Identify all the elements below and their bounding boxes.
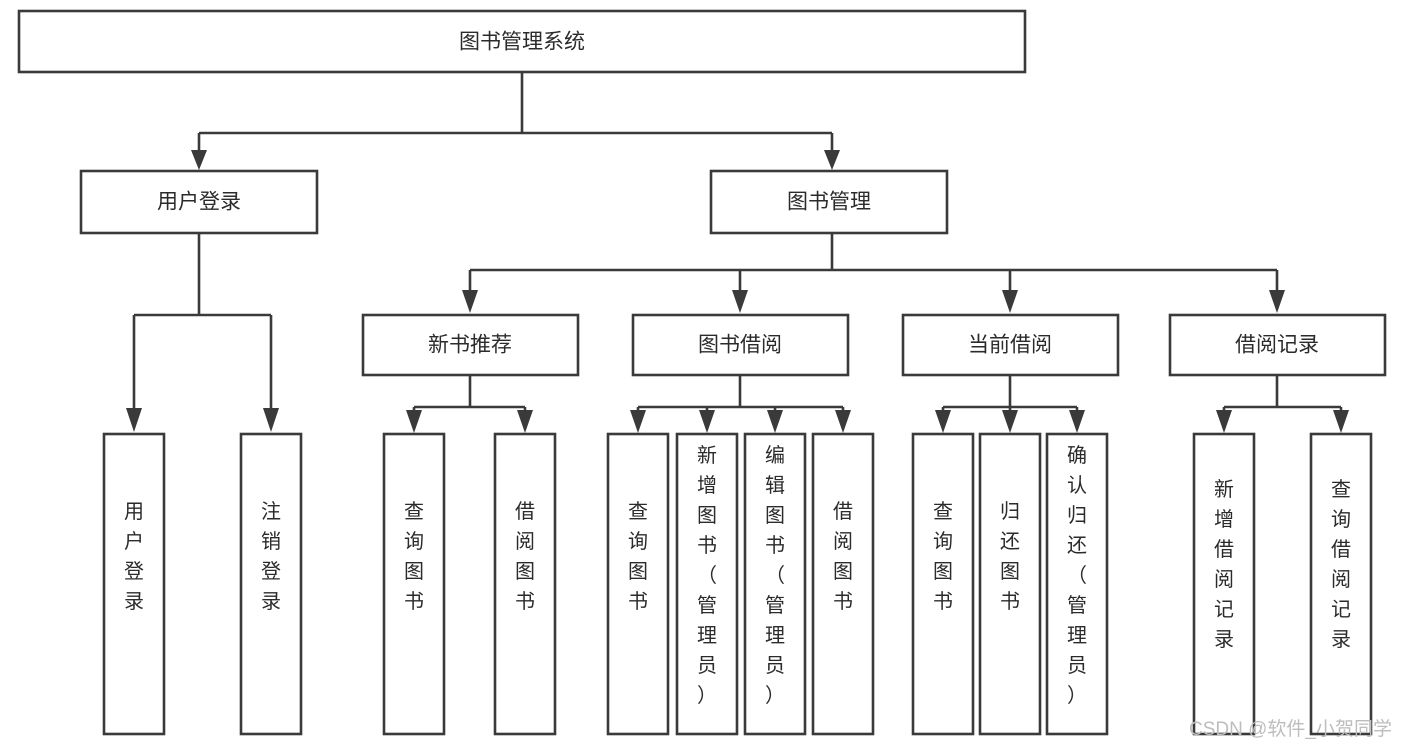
- node-leaf-borrow-book-2-label: 借阅图书: [833, 500, 853, 613]
- node-new-book-recommend-label: 新书推荐: [428, 334, 512, 357]
- node-leaf-user-logout[interactable]: 注销登录: [239, 432, 303, 736]
- node-leaf-return-book[interactable]: 归还图书: [978, 432, 1042, 736]
- node-new-book-recommend[interactable]: 新书推荐: [361, 313, 580, 377]
- arrow-to-new-book-recommend: [462, 290, 478, 313]
- arrow-to-leaf-user-login: [126, 408, 142, 432]
- node-leaf-add-book[interactable]: 新增图书（管理员）: [675, 432, 739, 736]
- arrow-to-leaf-query-book-3: [935, 410, 951, 433]
- node-leaf-query-book-3[interactable]: 查询图书: [911, 432, 975, 736]
- node-leaf-return-book-box[interactable]: [978, 432, 1042, 736]
- node-layer: 图书管理系统 用户登录 图书管理 新书推荐 图书借阅 当前: [17, 9, 1387, 736]
- node-leaf-borrow-book-1[interactable]: 借阅图书: [493, 432, 557, 736]
- node-user-login[interactable]: 用户登录: [79, 169, 319, 235]
- arrow-to-user-login: [191, 150, 207, 170]
- node-leaf-confirm-return[interactable]: 确认归还（管理员）: [1045, 432, 1109, 736]
- node-leaf-query-book-1-label: 查询图书: [404, 500, 424, 613]
- node-current-borrow-label: 当前借阅: [968, 334, 1052, 357]
- node-leaf-add-record-box[interactable]: [1192, 432, 1256, 736]
- arrow-to-leaf-query-book-1: [406, 410, 422, 433]
- node-user-login-label: 用户登录: [157, 191, 241, 214]
- node-leaf-query-book-3-label: 查询图书: [933, 500, 953, 613]
- csdn-watermark: CSDN @软件_小贺同学: [1189, 718, 1392, 740]
- arrow-to-leaf-borrow-book-2: [835, 410, 851, 433]
- node-leaf-query-book-1[interactable]: 查询图书: [382, 432, 446, 736]
- arrow-to-leaf-borrow-book-1: [517, 410, 533, 433]
- node-leaf-confirm-return-box[interactable]: [1045, 432, 1109, 736]
- node-leaf-edit-book[interactable]: 编辑图书（管理员）: [743, 432, 807, 736]
- node-leaf-borrow-book-2[interactable]: 借阅图书: [811, 432, 875, 736]
- node-leaf-confirm-return-label: 确认归还（管理员）: [1067, 444, 1087, 707]
- node-book-borrow[interactable]: 图书借阅: [631, 313, 850, 377]
- node-leaf-user-logout-label: 注销登录: [261, 500, 281, 613]
- node-leaf-add-record-label: 新增借阅记录: [1214, 478, 1234, 651]
- node-leaf-query-book-1-box[interactable]: [382, 432, 446, 736]
- arrow-to-leaf-add-book: [699, 410, 715, 433]
- arrow-to-leaf-confirm-return: [1069, 410, 1085, 433]
- node-user-login-box[interactable]: [79, 169, 319, 235]
- node-root[interactable]: 图书管理系统: [17, 9, 1027, 74]
- node-root-label: 图书管理系统: [459, 31, 585, 54]
- node-book-borrow-label: 图书借阅: [698, 334, 782, 357]
- node-leaf-user-login[interactable]: 用户登录: [102, 432, 166, 736]
- node-leaf-add-record[interactable]: 新增借阅记录: [1192, 432, 1256, 736]
- node-book-manage-label: 图书管理: [787, 191, 871, 214]
- arrow-to-book-manage: [824, 150, 840, 170]
- arrow-to-leaf-return-book: [1002, 410, 1018, 433]
- edge-layer: [126, 72, 1349, 433]
- arrow-to-borrow-record: [1269, 290, 1285, 313]
- node-leaf-borrow-book-2-box[interactable]: [811, 432, 875, 736]
- node-current-borrow-box[interactable]: [901, 313, 1120, 377]
- node-leaf-query-record-box[interactable]: [1309, 432, 1373, 736]
- node-book-manage[interactable]: 图书管理: [709, 169, 949, 235]
- node-leaf-user-login-label: 用户登录: [124, 501, 144, 613]
- node-leaf-query-record[interactable]: 查询借阅记录: [1309, 432, 1373, 736]
- node-borrow-record-box[interactable]: [1168, 313, 1387, 377]
- node-leaf-query-book-3-box[interactable]: [911, 432, 975, 736]
- node-leaf-borrow-book-1-box[interactable]: [493, 432, 557, 736]
- node-book-borrow-box[interactable]: [631, 313, 850, 377]
- node-leaf-user-login-box[interactable]: [102, 432, 166, 736]
- arrow-to-leaf-add-record: [1216, 410, 1232, 433]
- node-current-borrow[interactable]: 当前借阅: [901, 313, 1120, 377]
- node-leaf-query-book-2[interactable]: 查询图书: [606, 432, 670, 736]
- node-leaf-user-logout-box[interactable]: [239, 432, 303, 736]
- node-borrow-record[interactable]: 借阅记录: [1168, 313, 1387, 377]
- node-leaf-query-record-label: 查询借阅记录: [1331, 478, 1351, 651]
- node-leaf-add-book-label: 新增图书（管理员）: [697, 444, 717, 707]
- node-leaf-query-book-2-label: 查询图书: [628, 500, 648, 613]
- node-borrow-record-label: 借阅记录: [1235, 334, 1319, 357]
- node-leaf-edit-book-box[interactable]: [743, 432, 807, 736]
- node-root-box[interactable]: [17, 9, 1027, 74]
- arrow-to-leaf-edit-book: [767, 410, 783, 433]
- node-book-manage-box[interactable]: [709, 169, 949, 235]
- node-new-book-recommend-box[interactable]: [361, 313, 580, 377]
- arrow-to-book-borrow: [732, 290, 748, 313]
- node-leaf-query-book-2-box[interactable]: [606, 432, 670, 736]
- node-leaf-add-book-box[interactable]: [675, 432, 739, 736]
- arrow-to-current-borrow: [1002, 290, 1018, 313]
- arrow-to-leaf-query-book-2: [630, 410, 646, 433]
- node-leaf-borrow-book-1-label: 借阅图书: [515, 500, 535, 613]
- arrow-to-leaf-user-logout: [263, 408, 279, 432]
- node-leaf-edit-book-label: 编辑图书（管理员）: [765, 444, 785, 707]
- node-leaf-return-book-label: 归还图书: [1000, 500, 1020, 613]
- arrow-to-leaf-query-record: [1333, 410, 1349, 433]
